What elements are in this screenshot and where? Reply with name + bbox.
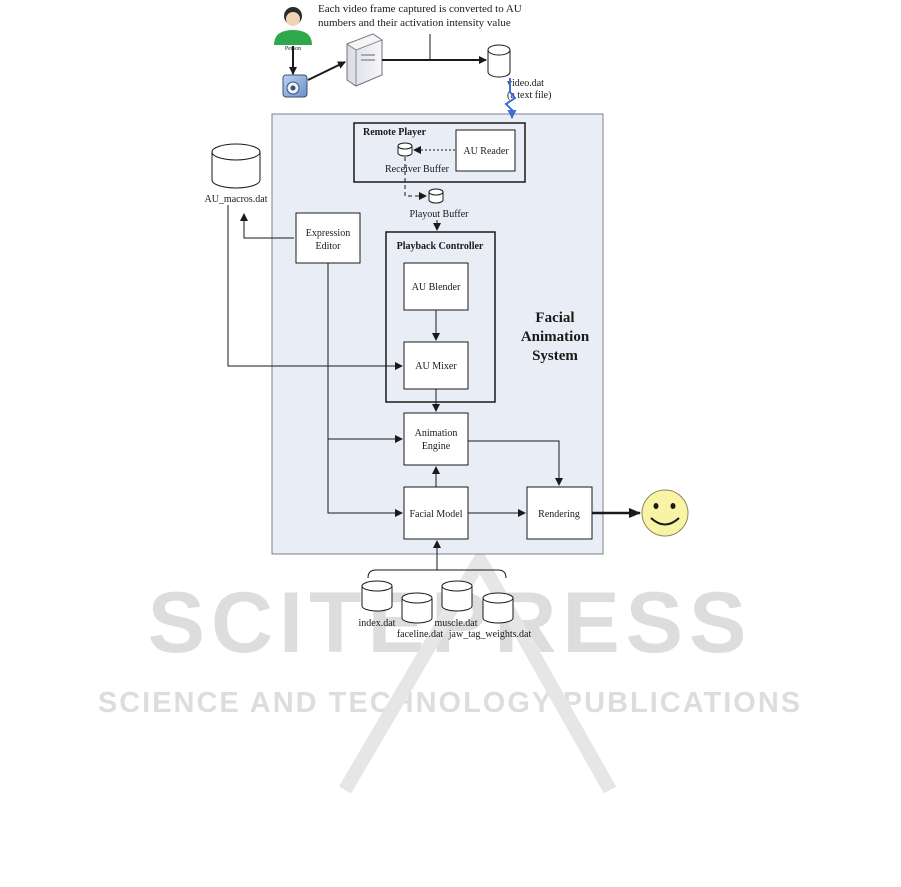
rendering-box (526, 486, 593, 540)
camera-to-computer-arrow (307, 61, 346, 81)
caption-line-1: Each video frame captured is converted t… (318, 3, 522, 15)
macros-to-mixer-arrow (227, 205, 403, 370)
au-mixer-label: AU Mixer (415, 361, 457, 372)
computer-icon (346, 33, 383, 87)
person-icon (274, 7, 312, 45)
video-dat-sublabel: (a text file) (507, 90, 551, 101)
playback-controller-title: Playback Controller (397, 241, 484, 252)
receiver-buffer-label: Receiver Buffer (385, 164, 450, 175)
index-dat-label: index.dat (359, 618, 396, 629)
faceline-dat-label: faceline.dat (397, 629, 444, 640)
video-dat-label: video.dat (507, 78, 544, 89)
au-macros-database-icon (211, 143, 261, 189)
system-label-3: System (532, 348, 578, 364)
faceline-dat-database-icon (401, 592, 433, 624)
rendering-label: Rendering (538, 509, 580, 520)
network-link-arrow (504, 78, 517, 119)
watermark-swoosh-icon (338, 545, 617, 794)
receiver-buffer-icon (397, 142, 413, 157)
remote-player-title: Remote Player (363, 127, 427, 138)
animation-engine-label-2: Engine (422, 441, 451, 452)
animation-engine-label-1: Animation (415, 428, 458, 439)
jaw-tag-weights-dat-label: jaw_tag_weights.dat (448, 629, 532, 640)
animation-engine-box (403, 412, 469, 466)
jaw-tag-weights-dat-database-icon (482, 592, 514, 624)
editor-to-model-arrow (327, 439, 403, 517)
facial-model-box (403, 486, 469, 540)
au-macros-label: AU_macros.dat (204, 194, 267, 205)
muscle-dat-label: muscle.dat (434, 618, 477, 629)
receiver-to-playout-arrow (404, 157, 427, 200)
video-dat-database-icon (487, 44, 511, 78)
expression-editor-box (295, 212, 361, 264)
au-blender-box (403, 262, 469, 311)
muscle-dat-database-icon (441, 580, 473, 612)
au-blender-label: AU Blender (412, 282, 461, 293)
caption-line-2: numbers and their activation intensity v… (318, 17, 511, 29)
smiley-face-icon (641, 489, 689, 537)
expression-editor-label-1: Expression (306, 228, 350, 239)
watermark-small: SCIENCE AND TECHNOLOGY PUBLICATIONS (98, 687, 802, 719)
index-dat-database-icon (361, 580, 393, 612)
engine-to-rendering-arrow (468, 440, 563, 486)
editor-to-macros-arrow (240, 213, 294, 239)
au-reader-label: AU Reader (463, 146, 509, 157)
facial-model-label: Facial Model (409, 509, 462, 520)
playout-buffer-icon (428, 188, 444, 204)
system-label-1: Facial (535, 310, 574, 326)
au-reader-box (455, 129, 516, 172)
camera-icon (282, 74, 308, 98)
expression-editor-label-2: Editor (316, 241, 342, 252)
system-label-2: Animation (521, 329, 590, 345)
playout-buffer-label: Playout Buffer (410, 209, 470, 220)
au-mixer-box (403, 341, 469, 390)
